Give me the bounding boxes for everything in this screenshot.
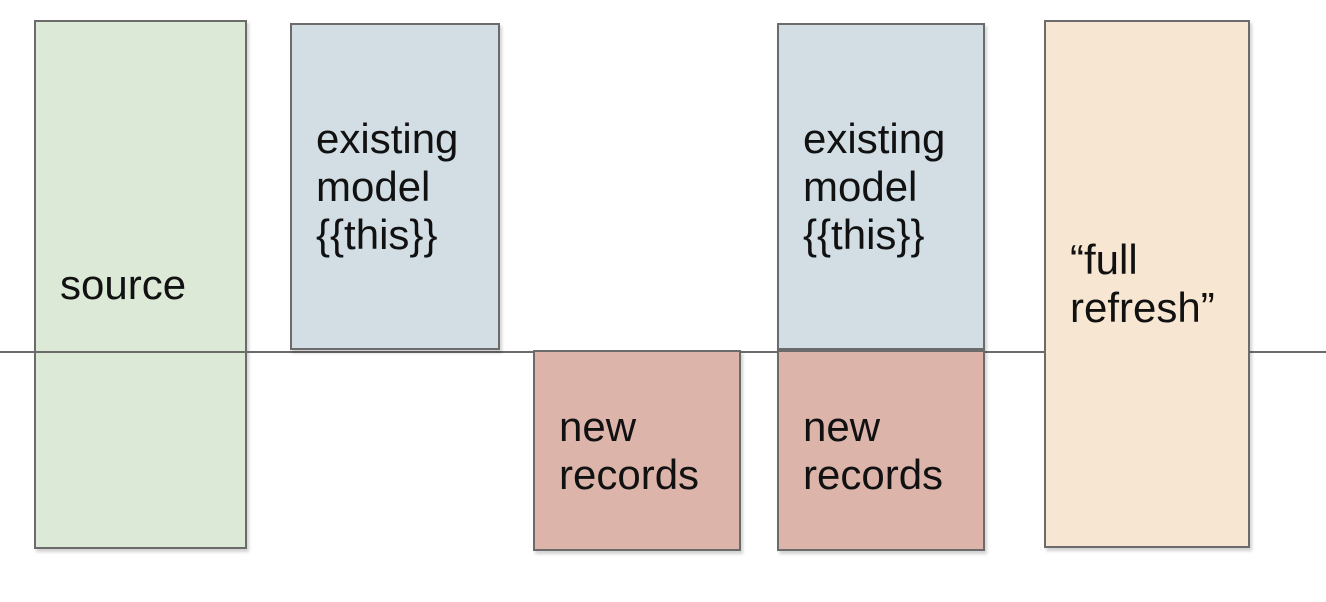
existing-model-box-2: existing model {{this}} xyxy=(777,23,985,350)
full-refresh-box: “full refresh” xyxy=(1044,20,1250,548)
source-label: source xyxy=(60,260,187,308)
existing-model-label-2: existing model {{this}} xyxy=(803,114,946,258)
source-box: source xyxy=(34,20,247,549)
new-records-label-2: new records xyxy=(803,402,944,498)
full-refresh-label: “full refresh” xyxy=(1070,236,1215,331)
existing-model-label-1: existing model {{this}} xyxy=(316,114,459,258)
new-records-box-2: new records xyxy=(777,350,985,551)
existing-model-box-1: existing model {{this}} xyxy=(290,23,500,350)
new-records-label-1: new records xyxy=(559,402,700,498)
new-records-box-1: new records xyxy=(533,350,741,551)
